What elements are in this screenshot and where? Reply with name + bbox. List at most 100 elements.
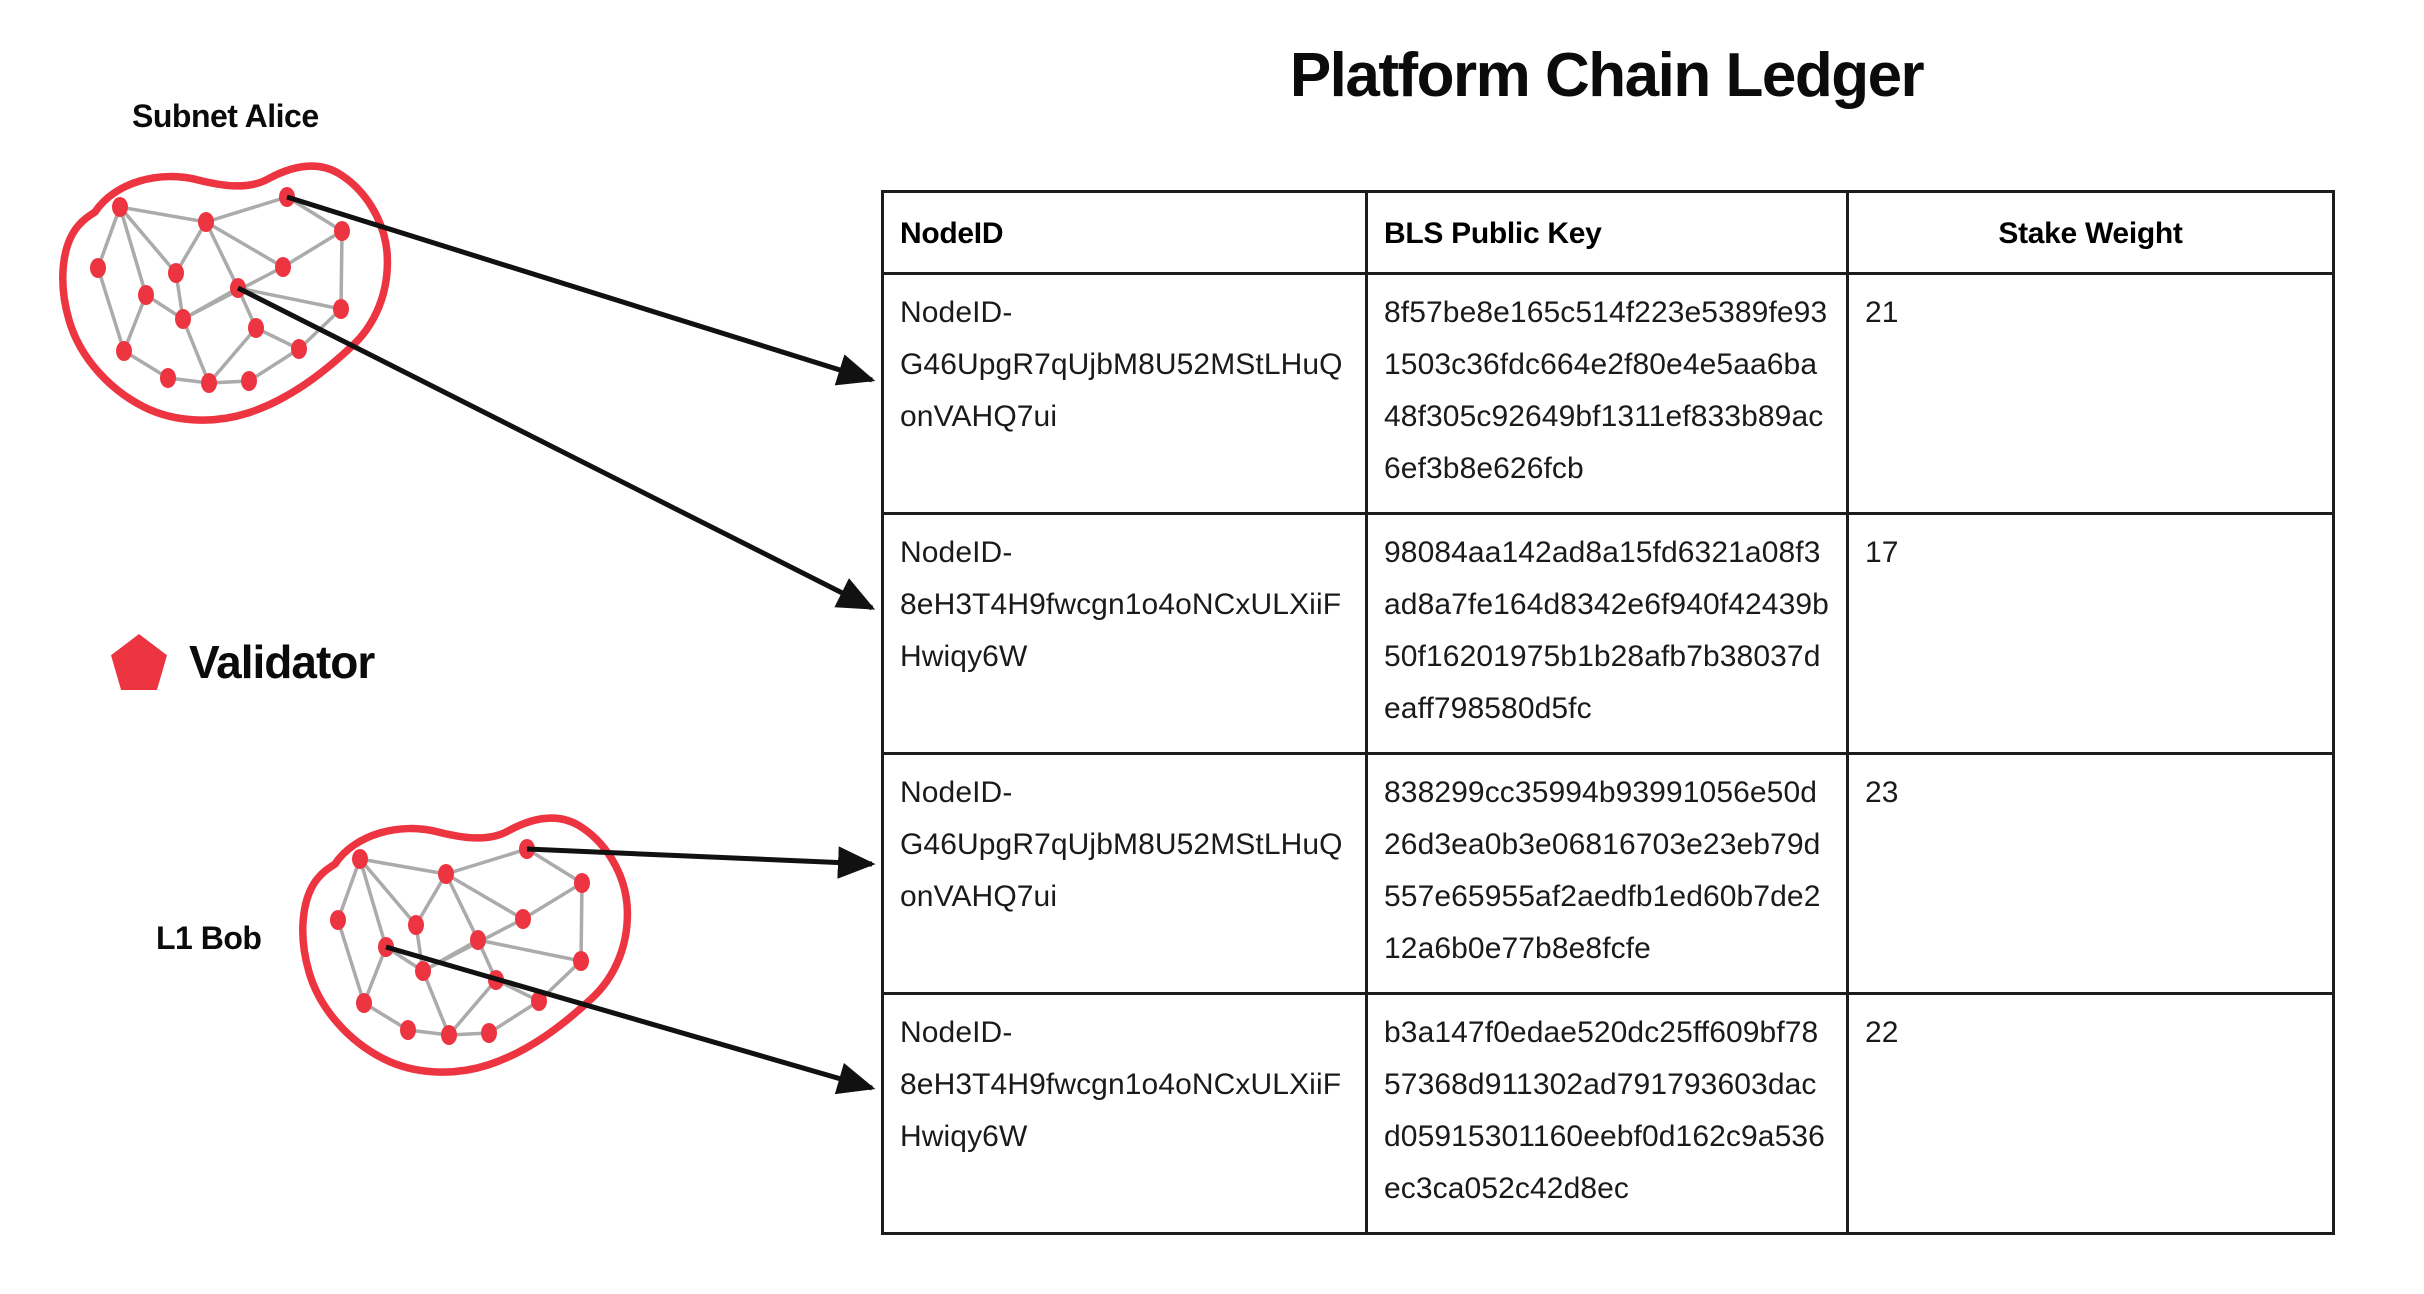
network-edge	[414, 873, 448, 926]
validator-node	[356, 993, 372, 1013]
network-edge	[336, 858, 362, 921]
validator-node	[574, 873, 590, 893]
network-edge	[445, 847, 528, 876]
network-edge	[422, 938, 479, 973]
network-edge	[282, 229, 343, 269]
validator-node	[415, 961, 431, 981]
network-edge	[447, 978, 498, 1037]
network-edge	[359, 857, 447, 876]
network-edge	[358, 857, 418, 927]
table-row: NodeID-G46UpgR7qUjbM8U52MStLHuQonVAHQ7ui…	[881, 272, 2335, 515]
l1-bob-label: L1 Bob	[156, 920, 262, 956]
validator-node	[441, 1025, 457, 1045]
validator-node	[175, 309, 191, 329]
network-edge	[362, 946, 388, 1004]
nodeid-cell: NodeID-G46UpgR7qUjbM8U52MStLHuQonVAHQ7ui	[881, 272, 1368, 515]
network-edge	[363, 1001, 409, 1032]
validator-node	[408, 915, 424, 935]
network-edge	[181, 318, 211, 384]
bls-key-cell: b3a147f0edae520dc25ff609bf7857368d911302…	[1365, 992, 1849, 1235]
network-edge	[207, 326, 258, 385]
network-edge	[208, 379, 250, 385]
network-edge	[537, 959, 583, 1003]
validator-node	[90, 258, 106, 278]
validator-node	[201, 373, 217, 393]
validator-node	[400, 1020, 416, 1040]
subnet-boundary-blob	[299, 814, 632, 1076]
network-edge	[205, 220, 284, 269]
network-edge	[414, 924, 425, 972]
network-edge	[182, 286, 239, 321]
bls-key-cell: 8f57be8e165c514f223e5389fe931503c36fdc66…	[1365, 272, 1849, 515]
stake-weight-cell: 17	[1846, 512, 2335, 755]
validator-node	[573, 951, 589, 971]
validator-node	[160, 368, 176, 388]
table-header-row: NodeID BLS Public Key Stake Weight	[881, 190, 2335, 275]
stake-weight-cell: 22	[1846, 992, 2335, 1235]
validator-node	[168, 263, 184, 283]
network-edge	[96, 267, 126, 352]
mapping-arrow	[385, 944, 876, 1095]
mapping-arrow	[286, 194, 876, 386]
subnet-alice-label: Subnet Alice	[132, 98, 319, 134]
stake-weight-cell: 21	[1846, 272, 2335, 515]
network-edge	[205, 195, 288, 224]
validator-node	[481, 1023, 497, 1043]
validator-network	[59, 162, 392, 424]
validator-node	[378, 937, 394, 957]
validator-node	[334, 221, 350, 241]
network-edge	[248, 347, 300, 383]
network-edge	[255, 326, 300, 351]
network-edge	[96, 206, 122, 269]
network-edge	[358, 858, 388, 948]
network-edge	[488, 999, 540, 1035]
network-edge	[339, 230, 344, 310]
network-edge	[422, 917, 524, 973]
nodeid-cell: NodeID-G46UpgR7qUjbM8U52MStLHuQonVAHQ7ui	[881, 752, 1368, 995]
network-edge	[118, 205, 178, 275]
network-edge	[522, 881, 583, 921]
bls-key-cell: 838299cc35994b93991056e50d26d3ea0b3e0681…	[1365, 752, 1849, 995]
network-edge	[204, 221, 240, 289]
validator-network	[299, 814, 632, 1076]
validator-node	[241, 371, 257, 391]
bls-key-cell: 98084aa142ad8a15fd6321a08f3ad8a7fe164d83…	[1365, 512, 1849, 755]
validator-node	[330, 910, 346, 930]
network-edge	[444, 873, 480, 941]
network-edge	[122, 294, 148, 352]
network-edge	[421, 970, 451, 1036]
network-edge	[495, 978, 540, 1003]
network-edge	[407, 1028, 450, 1037]
validator-legend-label: Validator	[189, 636, 375, 688]
mapping-arrow	[526, 846, 876, 879]
table-header-bls-public-key: BLS Public Key	[1365, 190, 1849, 275]
validator-node	[291, 339, 307, 359]
network-edge	[526, 847, 583, 885]
network-edge	[448, 1031, 490, 1037]
network-edge	[118, 206, 148, 296]
validator-node	[531, 991, 547, 1011]
network-edge	[297, 307, 343, 351]
validator-node	[138, 285, 154, 305]
validator-node	[198, 212, 214, 232]
page-title: Platform Chain Ledger	[1289, 41, 1925, 110]
validator-node	[248, 318, 264, 338]
network-edge	[145, 293, 184, 321]
network-edge	[476, 939, 498, 981]
network-edge	[477, 938, 582, 963]
validator-node	[519, 839, 535, 859]
network-edge	[123, 349, 169, 380]
nodeid-cell: NodeID-8eH3T4H9fwcgn1o4oNCxULXiiFHwiqy6W	[881, 512, 1368, 755]
network-edge	[236, 287, 258, 329]
network-edge	[579, 882, 584, 962]
network-edge	[119, 205, 207, 224]
validator-pentagon-icon	[111, 634, 167, 690]
validator-node	[116, 341, 132, 361]
table-header-nodeid: NodeID	[881, 190, 1368, 275]
network-edge	[237, 286, 342, 311]
validator-node	[488, 970, 504, 990]
validator-node	[112, 197, 128, 217]
validator-node	[438, 864, 454, 884]
table-row: NodeID-8eH3T4H9fwcgn1o4oNCxULXiiFHwiqy6W…	[881, 512, 2335, 755]
